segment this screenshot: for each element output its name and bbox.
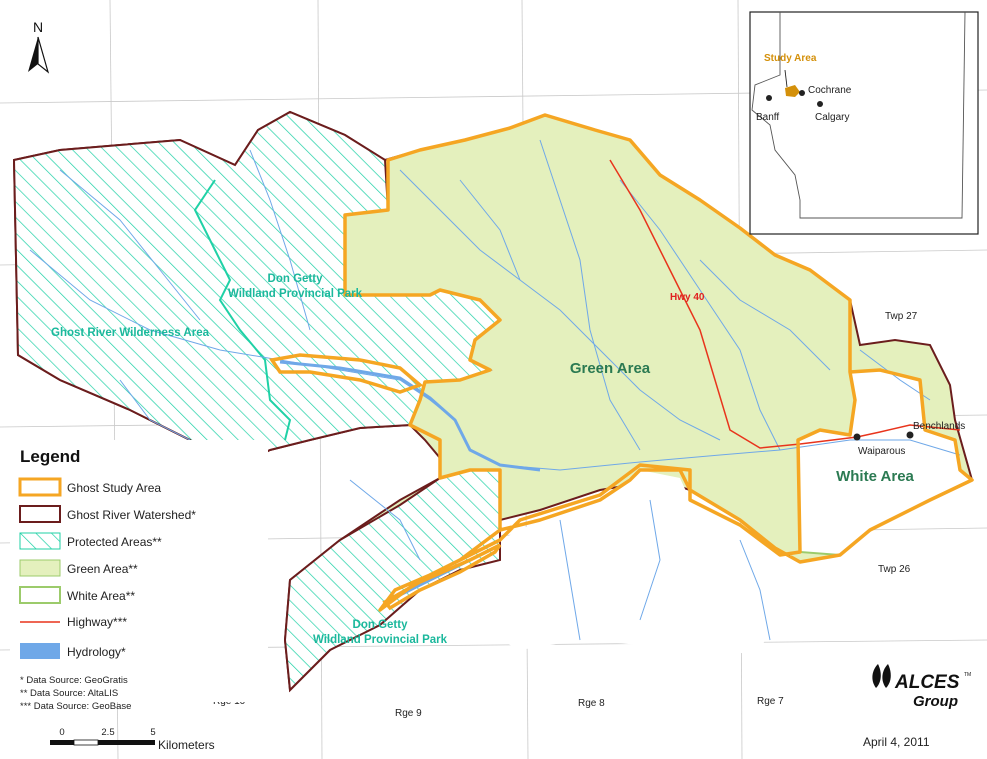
legend-label-watershed: Ghost River Watershed* xyxy=(67,508,196,522)
south-white-region xyxy=(500,470,780,660)
scale-bar: 0 2.5 5 Kilometers xyxy=(50,727,215,752)
source-note-2: ** Data Source: AltaLIS xyxy=(20,688,118,699)
scale-tick-5: 5 xyxy=(150,727,155,738)
study-area-inner-loop xyxy=(269,353,424,394)
inset-map: Study Area Cochrane Banff Calgary xyxy=(749,11,979,235)
waiparous-label: Waiparous xyxy=(858,446,905,457)
scale-unit: Kilometers xyxy=(158,738,215,752)
protected-area-south xyxy=(283,469,501,693)
inset-study-label: Study Area xyxy=(764,53,817,64)
logo-mark: TM xyxy=(964,672,971,678)
inset-province-outline xyxy=(751,11,966,219)
legend-label-hydrology: Hydrology* xyxy=(67,645,126,659)
source-note-3: *** Data Source: GeoBase xyxy=(20,701,131,712)
don-getty-south-label-2: Wildland Provincial Park xyxy=(313,634,448,646)
hydrology xyxy=(29,139,961,641)
ghost-study-area xyxy=(343,113,974,612)
legend-swatch-watershed xyxy=(19,505,61,523)
legend-label-protected: Protected Areas** xyxy=(67,535,162,549)
legend-label-highway: Highway*** xyxy=(67,615,127,629)
north-arrow-icon: N xyxy=(28,19,50,74)
logo-line2: Group xyxy=(913,693,958,710)
grid-label-rge8: Rge 8 xyxy=(578,698,605,709)
inset-cochrane-label: Cochrane xyxy=(808,85,852,96)
inset-banff-label: Banff xyxy=(756,112,779,123)
legend-label-white: White Area** xyxy=(67,589,135,603)
legend: Legend Ghost Study Area Ghost River Wate… xyxy=(10,440,268,712)
protected-area-divider xyxy=(193,179,292,441)
legend-swatch-study xyxy=(18,477,62,497)
highway-40 xyxy=(609,159,961,449)
map-date: April 4, 2011 xyxy=(863,735,930,749)
inset-calgary-label: Calgary xyxy=(815,112,849,123)
grid-label-rge7: Rge 7 xyxy=(757,696,784,707)
legend-swatch-protected xyxy=(19,532,61,550)
benchlands-label: Benchlands xyxy=(913,421,965,432)
don-getty-south-label-1: Don Getty xyxy=(353,619,409,631)
inset-cochrane-dot xyxy=(799,90,805,96)
scale-tick-0: 0 xyxy=(59,727,64,738)
ghost-wilderness-label: Ghost River Wilderness Area xyxy=(51,327,210,339)
inset-calgary-dot xyxy=(817,101,823,107)
white-area-label: White Area xyxy=(836,468,914,485)
legend-label-study: Ghost Study Area xyxy=(67,481,161,495)
study-area-south-loop xyxy=(382,543,502,611)
logo-line1: ALCES xyxy=(894,672,960,693)
don-getty-north-label-1: Don Getty xyxy=(268,273,324,285)
legend-swatch-white xyxy=(19,586,61,604)
highway-label: Hwy 40 xyxy=(670,292,705,303)
legend-swatch-green xyxy=(19,559,61,577)
grid-label-twp27: Twp 27 xyxy=(885,311,918,322)
source-note-1: * Data Source: GeoGratis xyxy=(20,675,128,686)
legend-title: Legend xyxy=(20,447,80,466)
waiparous-dot xyxy=(853,433,861,441)
main-river xyxy=(279,360,541,472)
legend-swatch-hydrology xyxy=(20,643,60,659)
inset-banff-dot xyxy=(766,95,772,101)
inset-study-shape xyxy=(785,85,800,97)
scale-tick-2-5: 2.5 xyxy=(101,727,114,738)
legend-label-green: Green Area** xyxy=(67,562,138,576)
don-getty-north-label-2: Wildland Provincial Park xyxy=(228,288,363,300)
grid-label-rge9: Rge 9 xyxy=(395,708,422,719)
north-label: N xyxy=(33,19,43,35)
green-area-label: Green Area xyxy=(570,360,651,377)
benchlands-dot xyxy=(906,431,914,439)
grid-label-twp26: Twp 26 xyxy=(878,564,911,575)
alces-group-logo: ALCES TM Group xyxy=(872,664,971,710)
